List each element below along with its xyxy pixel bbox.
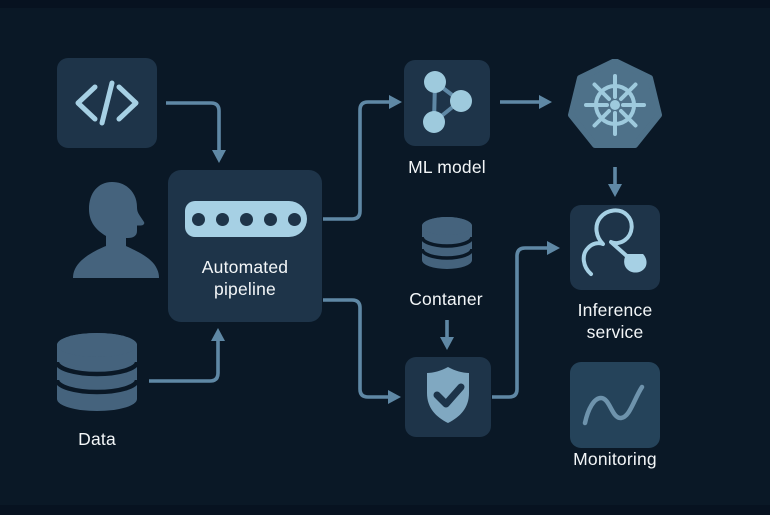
container-cylinder-icon [420,217,474,269]
top-border-strip [0,0,770,8]
ml-model-node [404,60,490,146]
monitoring-label: Monitoring [573,449,657,469]
code-brackets-icon [75,80,139,126]
pipeline-node: Automated pipeline [168,170,322,322]
inference-lasso-icon [581,208,647,276]
database-cylinder-icon [55,333,139,411]
helm-wheel-spokes [584,74,646,136]
arrow-security-to-inference [492,246,547,399]
monitoring-node [570,362,660,448]
bottom-border-strip [0,505,770,515]
inference-label: Inference service [577,300,653,342]
container-label: Contaner [409,289,483,309]
pill-dot [191,212,205,226]
pill-dot [239,212,253,226]
model-graph-icon [423,71,472,133]
pill-dot [215,212,229,226]
person-silhouette-icon [73,182,159,278]
pipeline-label: Automated pipeline [201,257,289,299]
ml-model-label: ML model [408,157,486,177]
arrow-code-to-pipeline [166,101,221,150]
shield-check-icon [427,367,469,423]
pipeline-pill-icon [185,201,307,237]
pill-dot [263,212,277,226]
line-chart-icon [582,384,645,426]
inference-node [570,205,660,290]
arrow-data-to-pipeline [149,341,220,383]
code-node [57,58,157,148]
kubernetes-helm-wheel-icon [568,59,662,148]
arrow-pipeline-to-security [323,298,388,399]
data-label: Data [78,429,116,449]
pill-dot [287,212,301,226]
arrow-pipeline-to-mlmodel [323,100,389,221]
security-node [405,357,491,437]
